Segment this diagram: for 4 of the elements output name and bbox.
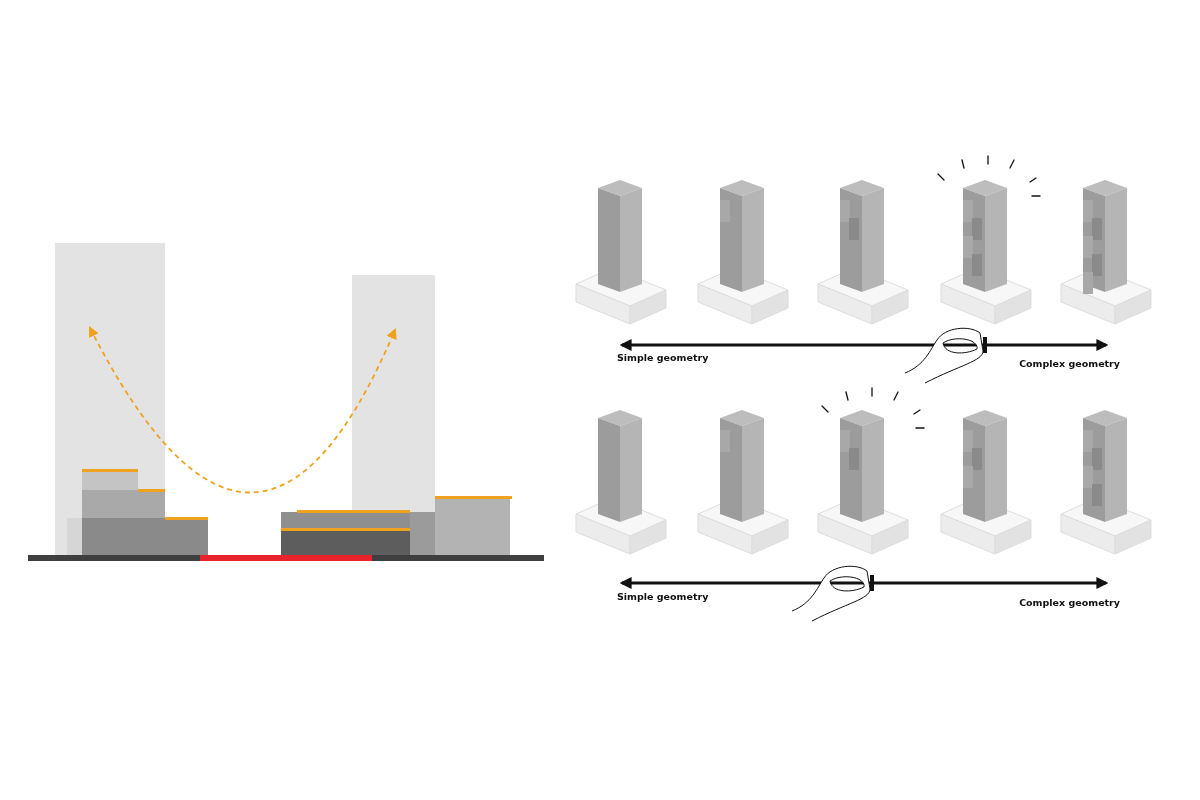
axis-label: Complex geometry	[1019, 597, 1120, 608]
axis-label: Simple geometry	[617, 352, 709, 363]
axis-label: Simple geometry	[617, 591, 709, 602]
axis-label: Complex geometry	[1019, 358, 1120, 369]
